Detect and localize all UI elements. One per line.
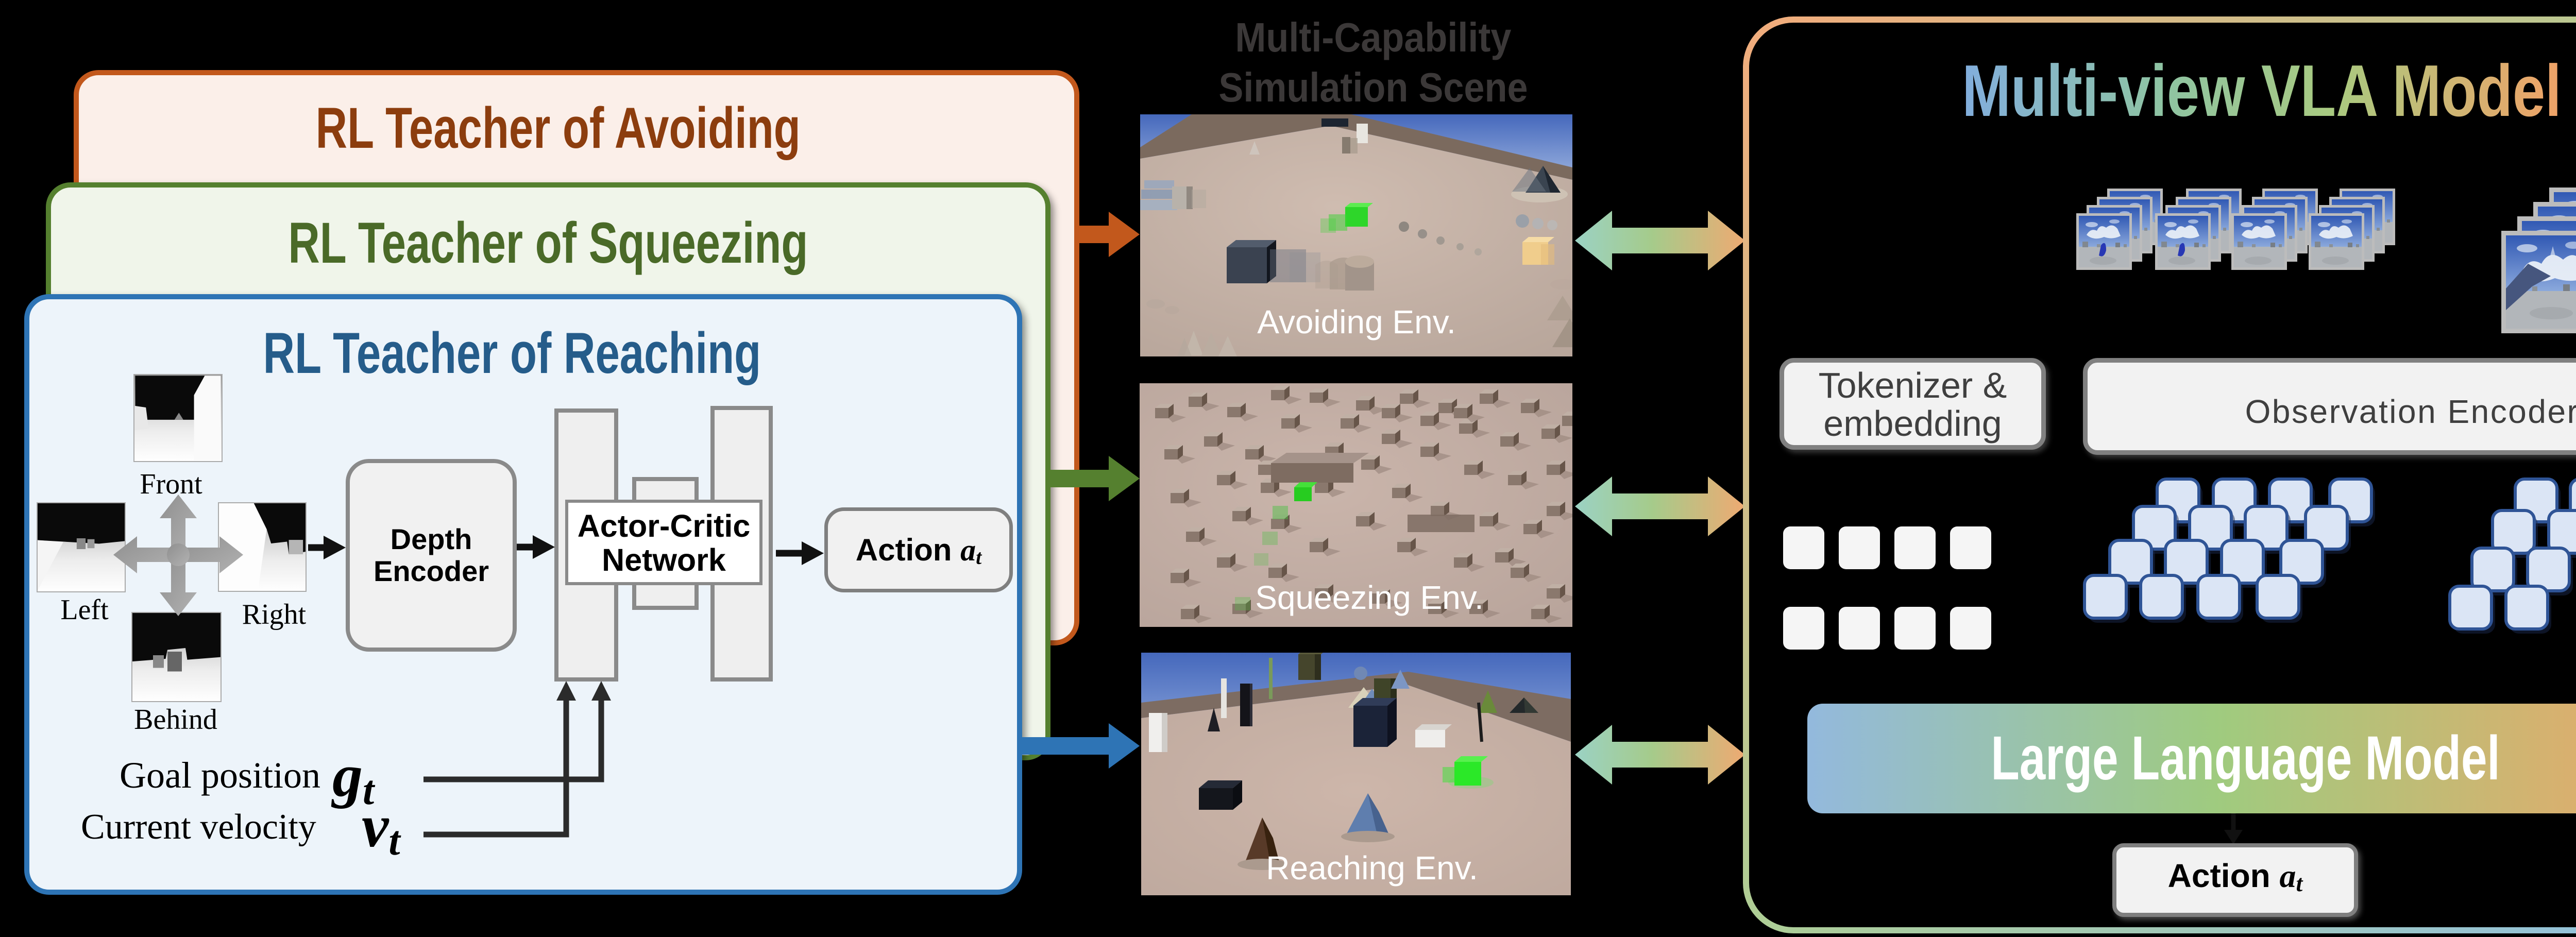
svg-text:Reaching Env.: Reaching Env. <box>1266 849 1478 887</box>
svg-text:Squeezing Env.: Squeezing Env. <box>1255 579 1484 616</box>
svg-text:Avoiding Env.: Avoiding Env. <box>1257 303 1455 340</box>
svg-text:F: F <box>2574 229 2576 268</box>
